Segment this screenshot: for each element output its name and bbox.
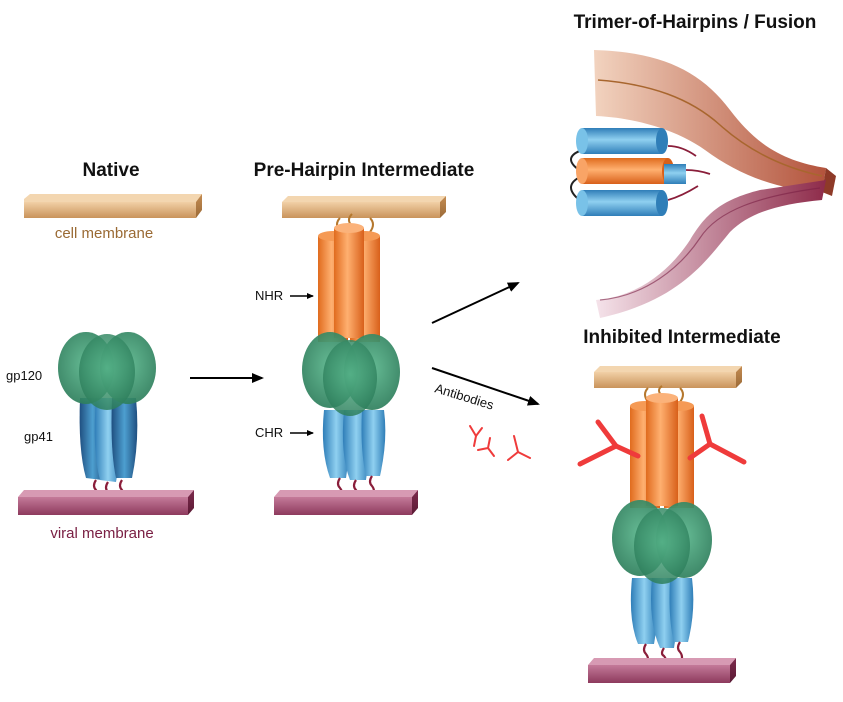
arrow-to-inhibited bbox=[431, 367, 540, 406]
chr-prehairpin bbox=[322, 410, 386, 480]
cell-membrane-label: cell membrane bbox=[55, 225, 153, 242]
six-helix-bundle bbox=[570, 128, 711, 216]
nhr-coils-prehairpin bbox=[318, 223, 380, 342]
fused-membranes bbox=[594, 50, 836, 318]
gp120-inhibited bbox=[612, 500, 712, 584]
antibody-bound-left bbox=[577, 419, 641, 467]
viral-membrane-inhibited bbox=[588, 658, 736, 683]
gp120-native bbox=[58, 332, 156, 410]
nhr-coils-inhibited bbox=[630, 393, 694, 508]
antibody-bound-right bbox=[687, 413, 747, 465]
title-inhibited: Inhibited Intermediate bbox=[583, 327, 780, 348]
gp41-label: gp41 bbox=[24, 429, 53, 444]
title-prehairpin: Pre-Hairpin Intermediate bbox=[254, 160, 475, 181]
gp120-label: gp120 bbox=[6, 368, 42, 383]
title-native: Native bbox=[82, 160, 139, 181]
viral-membrane-label: viral membrane bbox=[50, 525, 153, 542]
viral-membrane-prehairpin bbox=[274, 490, 418, 515]
arrow-to-fusion bbox=[431, 282, 520, 324]
antibody-small-3 bbox=[507, 435, 531, 461]
cell-membrane-prehairpin bbox=[282, 196, 446, 218]
antibody-small-2 bbox=[477, 437, 495, 457]
chr-inhibited bbox=[630, 578, 694, 648]
gp41-native bbox=[79, 398, 138, 482]
viral-membrane-native bbox=[18, 490, 194, 515]
cell-membrane-inhibited bbox=[594, 366, 742, 388]
antibodies-label: Antibodies bbox=[433, 381, 496, 413]
cell-membrane-native bbox=[24, 194, 202, 218]
chr-label: CHR bbox=[255, 425, 283, 440]
antibody-small-1 bbox=[469, 425, 483, 447]
nhr-label: NHR bbox=[255, 288, 283, 303]
gp120-prehairpin bbox=[302, 332, 400, 416]
title-fusion: Trimer-of-Hairpins / Fusion bbox=[574, 12, 817, 33]
